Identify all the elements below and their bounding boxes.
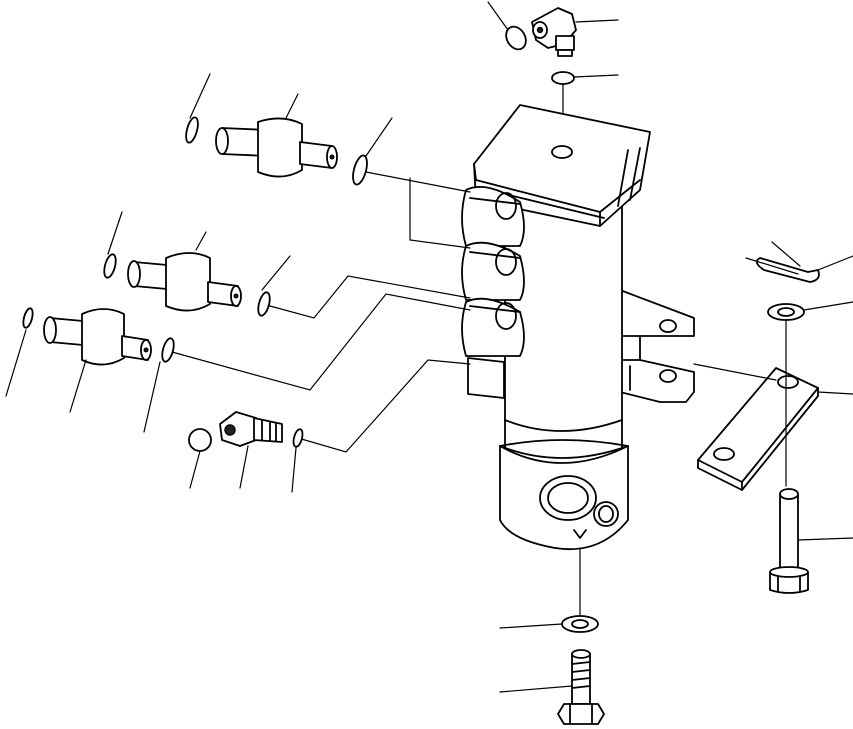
o-ring-3b [161,337,175,363]
port-leader-lines [171,171,471,453]
plug-fitting-2 [127,252,242,312]
leader-line [817,391,853,395]
lock-plate [697,367,819,491]
pin-bolt-right [769,488,809,594]
o-ring-2a [103,253,117,279]
leader-line [575,19,619,23]
callout-leaders-bottom-left [189,445,297,493]
leader-line [745,257,799,275]
o-ring-top-left [505,25,527,51]
leader-line [693,363,777,381]
grease-fitting [219,411,283,447]
o-ring-grease [292,428,304,448]
o-ring-3a [22,307,34,329]
leader-line [797,537,853,541]
check-ball [188,428,212,452]
leader-line [817,255,853,271]
leader-line [499,685,573,693]
o-ring-1b [352,154,368,186]
o-ring-2b [257,291,271,317]
plug-fitting-1 [215,117,338,178]
bolt-bottom [557,649,605,725]
o-ring-1a [185,116,199,144]
plug-fitting-3 [43,308,152,366]
elbow-fitting-top [531,7,577,57]
washer-right [767,303,805,321]
leader-line [803,301,853,311]
washer-bottom [561,615,599,633]
callout-leaders-left [5,73,393,433]
leader-line [573,74,619,78]
leader-line [771,241,801,267]
leader-line [499,623,563,629]
leader-line [487,1,509,31]
spring-pin [755,257,820,283]
swivel-joint-body [461,104,695,551]
o-ring-top [551,71,575,85]
